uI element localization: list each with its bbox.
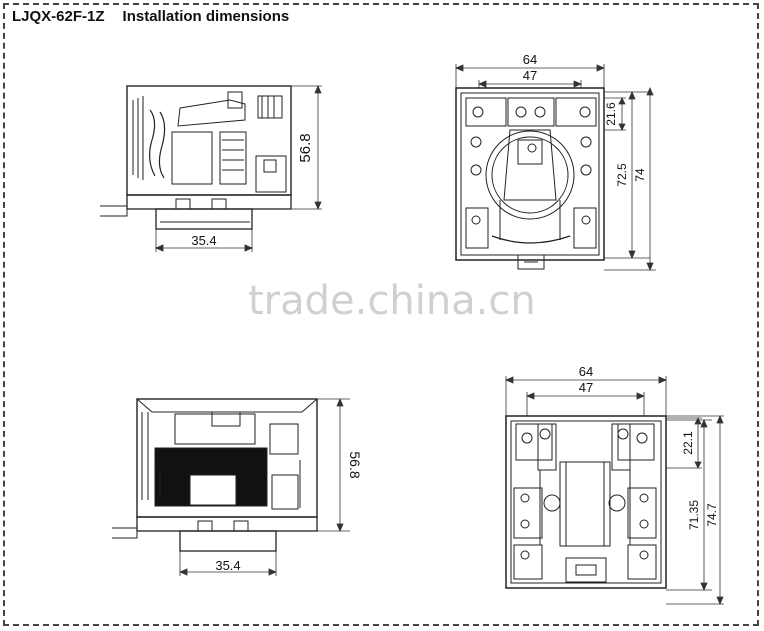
front-view-bottom-dimensions <box>504 376 724 606</box>
dim-outer-width-top-front: 64 <box>523 52 537 67</box>
side-view-top-dimensions <box>154 84 322 252</box>
side-view-top <box>100 85 292 230</box>
dim-upper-offset-top-front: 21.6 <box>604 102 618 126</box>
dim-inner-height-bottom-front: 71.35 <box>687 500 701 530</box>
side-view-bottom-dimensions <box>178 397 350 576</box>
heading-text: Installation dimensions <box>122 8 290 25</box>
front-view-top-dimensions <box>454 64 656 272</box>
model-number: LJQX-62F-1Z <box>12 8 105 25</box>
dim-outer-height-bottom-front: 74.7 <box>705 503 719 527</box>
front-view-bottom <box>505 415 667 589</box>
side-view-bottom <box>112 398 318 552</box>
dim-base-width-bottom-side: 35.4 <box>215 558 240 573</box>
dim-base-width-top-side: 35.4 <box>191 233 216 248</box>
watermark-text: trade.china.cn <box>248 278 536 324</box>
front-view-top <box>455 87 605 270</box>
dim-outer-height-top-front: 74 <box>633 168 647 182</box>
dim-upper-offset-bottom-front: 22.1 <box>681 431 695 455</box>
dim-outer-width-bottom-front: 64 <box>579 364 593 379</box>
dim-inner-width-top-front: 47 <box>523 68 537 83</box>
dim-inner-height-top-front: 72.5 <box>615 163 629 187</box>
dim-height-bottom-side: 56.8 <box>347 451 363 478</box>
page-title: LJQX-62F-1Z Installation dimensions <box>12 8 289 25</box>
dim-height-top-side: 56.8 <box>297 133 314 162</box>
dim-inner-width-bottom-front: 47 <box>579 380 593 395</box>
dashed-frame <box>3 3 759 626</box>
